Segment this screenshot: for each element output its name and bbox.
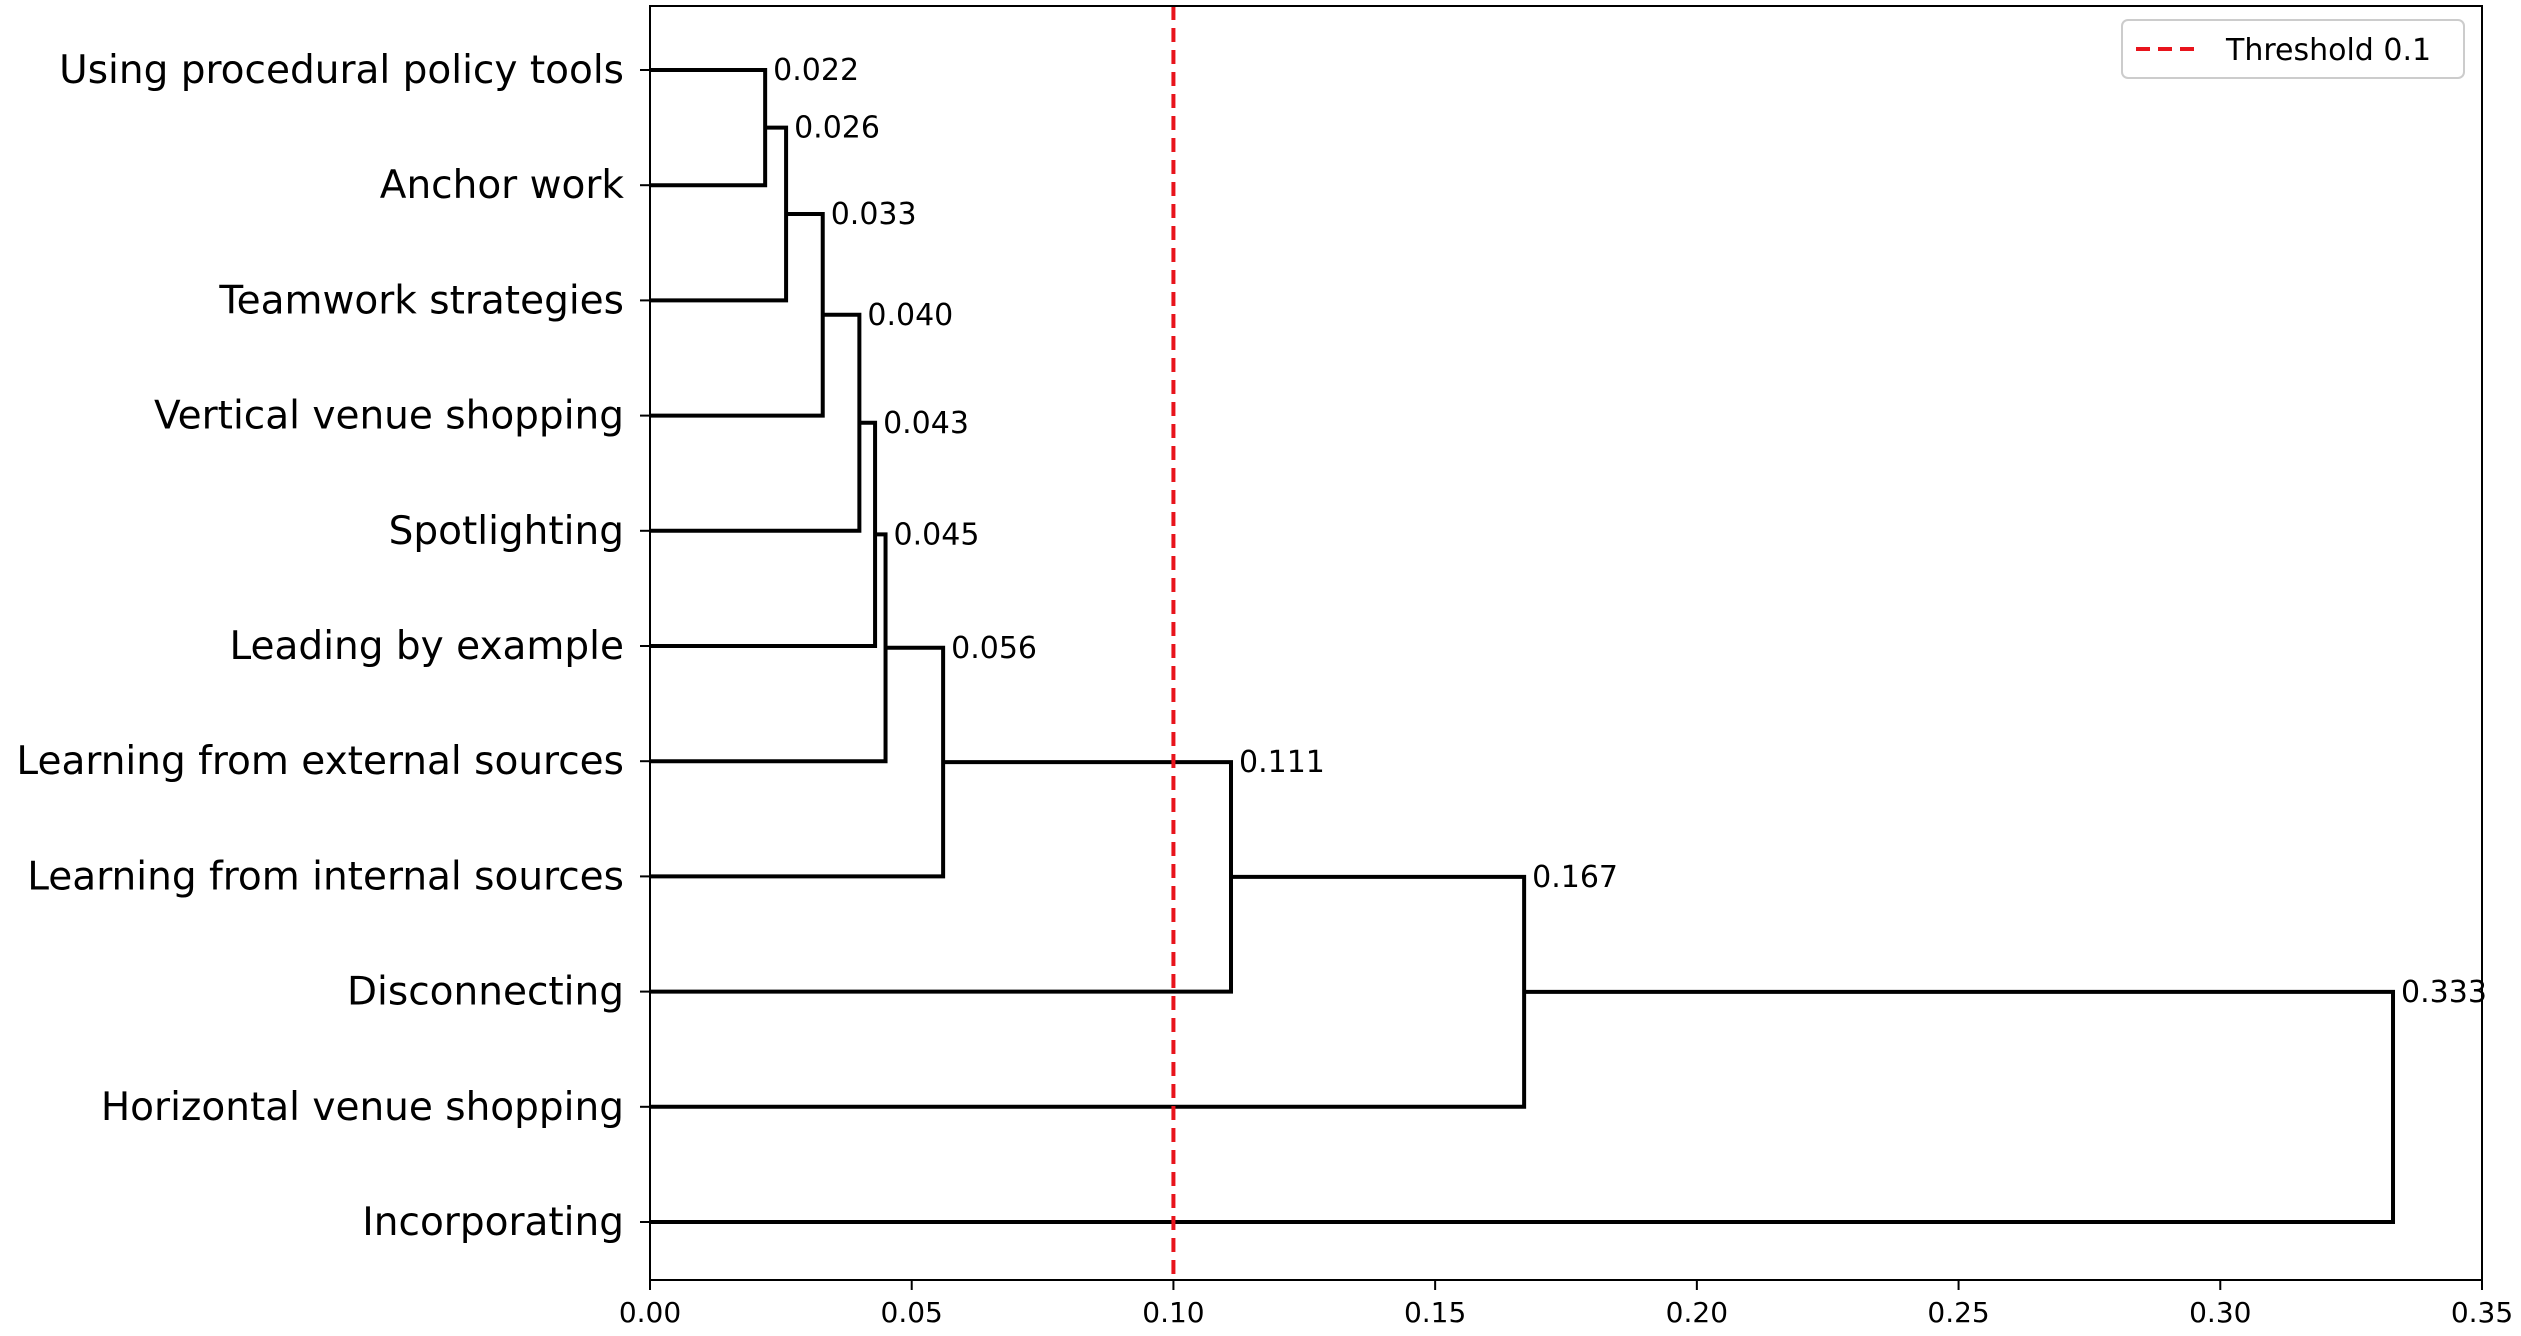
dendrogram-links	[650, 68, 2396, 1224]
x-tick-label: 0.05	[881, 1296, 943, 1329]
leaf-label: Horizontal venue shopping	[101, 1085, 624, 1130]
merge-height-label: 0.033	[831, 197, 917, 232]
dendrogram-link	[650, 212, 825, 418]
merge-height-label: 0.043	[883, 406, 969, 441]
legend-label-threshold: Threshold 0.1	[2225, 33, 2431, 68]
x-tick-label: 0.10	[1142, 1296, 1204, 1329]
merge-height-label: 0.026	[794, 111, 880, 146]
dendrogram-link	[650, 312, 862, 533]
x-axis: 0.00 0.05 0.10 0.15 0.20 0.25 0.30 0.35	[619, 1280, 2513, 1329]
leaf-label: Disconnecting	[347, 970, 624, 1015]
dendrogram-link	[650, 68, 768, 188]
merge-height-labels: 0.022 0.026 0.033 0.040 0.043 0.045 0.056 0.111…	[773, 53, 2487, 1010]
leaf-label: Incorporating	[362, 1200, 624, 1245]
merge-height-label: 0.056	[951, 631, 1037, 666]
merge-height-label: 0.167	[1532, 860, 1618, 895]
legend: Threshold 0.1	[2121, 19, 2465, 79]
leaf-label: Vertical venue shopping	[154, 394, 624, 439]
dendrogram-link	[650, 420, 878, 648]
merge-height-label: 0.040	[867, 298, 953, 333]
x-tick-label: 0.25	[1927, 1296, 1989, 1329]
legend-box	[2121, 19, 2465, 79]
leaf-label: Teamwork strategies	[218, 278, 624, 323]
x-tick-label: 0.20	[1666, 1296, 1728, 1329]
leaf-label: Spotlighting	[389, 509, 624, 554]
x-tick-label: 0.00	[619, 1296, 681, 1329]
merge-height-label: 0.022	[773, 53, 859, 88]
leaf-label: Learning from internal sources	[27, 854, 624, 899]
leaf-label: Anchor work	[380, 163, 625, 208]
x-tick-label: 0.30	[2189, 1296, 2251, 1329]
dendrogram-link	[650, 125, 789, 303]
leaf-label: Learning from external sources	[16, 739, 624, 784]
leaf-label: Leading by example	[230, 624, 625, 669]
merge-height-label: 0.333	[2401, 975, 2487, 1010]
dendrogram-link	[650, 989, 2396, 1224]
plot-frame	[649, 5, 2483, 1281]
x-tick-label: 0.15	[1404, 1296, 1466, 1329]
merge-height-label: 0.045	[894, 517, 980, 552]
x-tick-label: 0.35	[2451, 1296, 2513, 1329]
merge-height-label: 0.111	[1239, 745, 1325, 780]
leaf-label: Using procedural policy tools	[59, 48, 624, 93]
